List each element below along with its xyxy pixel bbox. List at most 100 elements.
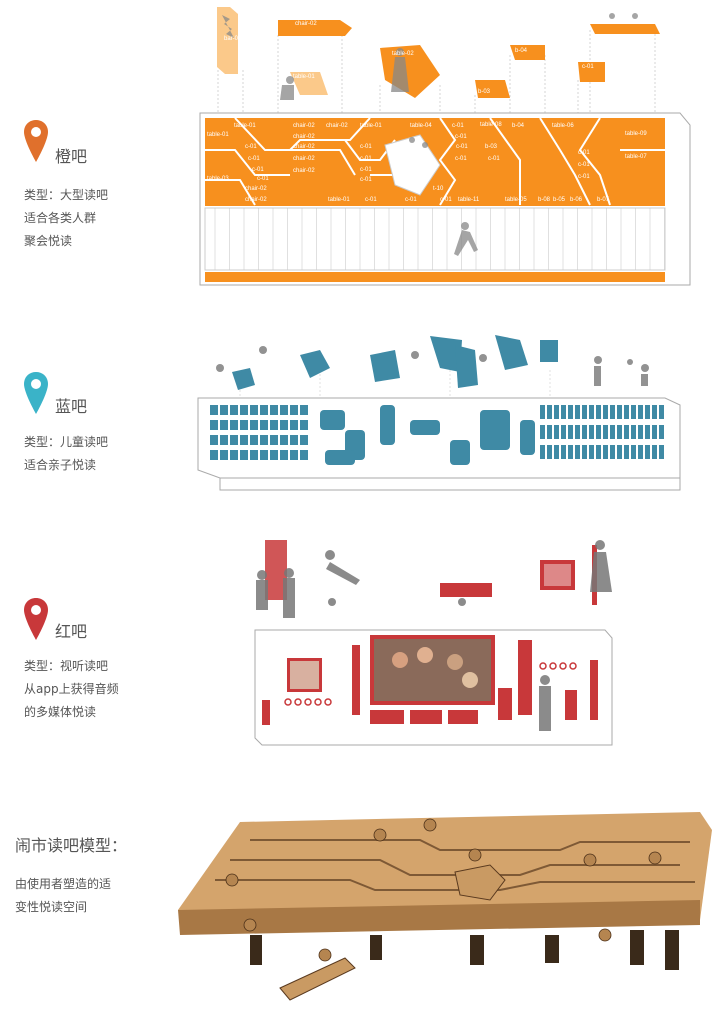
kids-furniture-block	[624, 445, 629, 459]
kids-furniture-block	[290, 450, 298, 460]
kids-furniture-block	[280, 435, 288, 445]
kids-furniture-block	[260, 405, 268, 415]
kids-furniture-block	[220, 435, 228, 445]
kids-furniture-block	[603, 445, 608, 459]
plan-block-label: c-01	[578, 162, 590, 168]
floating-block-label: table-02	[392, 51, 414, 57]
kids-furniture-block	[240, 450, 248, 460]
floating-block-label: b-03	[478, 89, 491, 95]
kids-furniture-block	[300, 405, 308, 415]
plan-block-label: b-08	[538, 197, 551, 203]
kids-furniture-block	[220, 420, 228, 430]
kids-furniture-block	[659, 445, 664, 459]
plan-block-label: c-01	[360, 144, 372, 150]
plan-block-label: c-01	[578, 150, 590, 156]
kids-furniture-block	[260, 435, 268, 445]
plan-block-label: c-01	[365, 197, 377, 203]
plan-block-label: chair-02	[293, 123, 315, 129]
kids-furniture-block	[610, 445, 615, 459]
kids-furniture-block	[652, 405, 657, 419]
kids-furniture-block	[547, 425, 552, 439]
plan-block-label: b-06	[570, 197, 583, 203]
kids-furniture-block	[290, 435, 298, 445]
plan-block-label: chair-02	[293, 168, 315, 174]
plan-block-label: c-01	[360, 167, 372, 173]
floating-block-label: bar-02	[224, 36, 242, 42]
kids-furniture-block	[638, 425, 643, 439]
kids-furniture-block	[547, 445, 552, 459]
kids-furniture-block	[638, 445, 643, 459]
section-desc-line: 从app上获得音频	[24, 682, 119, 696]
plan-block-label: table-02	[395, 166, 417, 172]
kids-furniture-block	[603, 425, 608, 439]
kids-furniture-block	[240, 420, 248, 430]
kids-furniture-block	[300, 450, 308, 460]
plan-block-label: c-01	[440, 197, 452, 203]
plan-block-label: table-01	[234, 123, 256, 129]
kids-furniture-block	[610, 405, 615, 419]
plan-block-label: b-07	[597, 197, 610, 203]
section-desc-line: 适合亲子悦读	[24, 458, 97, 472]
section-desc-line: 适合各类人群	[24, 211, 97, 225]
kids-furniture-block	[540, 425, 545, 439]
floating-block-label: c-01	[582, 64, 594, 70]
plan-block-label: c-01	[456, 144, 468, 150]
kids-furniture-block	[617, 445, 622, 459]
kids-furniture-block	[638, 405, 643, 419]
kids-furniture-block	[589, 405, 594, 419]
kids-furniture-block	[652, 445, 657, 459]
plan-block-label: b-04	[512, 123, 525, 129]
kids-furniture-block	[230, 435, 238, 445]
model-title: 闹市读吧模型：	[15, 836, 128, 855]
plan-block-label: b-03	[485, 144, 498, 150]
floating-block-label: chair-02	[295, 21, 317, 27]
plan-block-label: chair-02	[293, 134, 315, 140]
kids-furniture-block	[380, 405, 395, 445]
kids-furniture-block	[250, 435, 258, 445]
plan-block-label: c-01	[488, 156, 500, 162]
kids-furniture-block	[589, 425, 594, 439]
plan-block-label: chair-02	[245, 197, 267, 203]
plan-block-label: chair-02	[245, 186, 267, 192]
floating-block-label: b-04	[515, 48, 528, 54]
kids-furniture-block	[210, 435, 218, 445]
kids-furniture-block	[659, 425, 664, 439]
kids-furniture-block	[480, 410, 510, 450]
plan-block-label: chair-02	[293, 156, 315, 162]
kids-furniture-block	[575, 405, 580, 419]
plan-block-label: table-01	[207, 132, 229, 138]
model-desc-line: 由使用者塑造的适	[15, 877, 112, 891]
kids-furniture-block	[250, 420, 258, 430]
kids-furniture-block	[568, 445, 573, 459]
plan-block-label: chair-02	[326, 123, 348, 129]
map-pin-icon	[24, 120, 48, 162]
kids-furniture-block	[270, 435, 278, 445]
plan-block-label: c-01	[248, 156, 260, 162]
plan-block-label: c-01	[245, 144, 257, 150]
kids-furniture-block	[561, 445, 566, 459]
plan-block-label: table-04	[410, 123, 432, 129]
kids-furniture-block	[610, 425, 615, 439]
kids-furniture-block	[617, 405, 622, 419]
kids-furniture-block	[582, 405, 587, 419]
kids-furniture-block	[250, 405, 258, 415]
kids-furniture-block	[589, 445, 594, 459]
kids-furniture-block	[596, 445, 601, 459]
model-desc-line: 变性悦读空间	[15, 900, 88, 914]
section-title-blue: 蓝吧	[55, 397, 88, 416]
section-title-red: 红吧	[55, 622, 88, 641]
kids-furniture-block	[575, 445, 580, 459]
kids-furniture-block	[210, 450, 218, 460]
kids-furniture-block	[280, 420, 288, 430]
kids-furniture-block	[240, 405, 248, 415]
plan-block-label: c-01	[578, 174, 590, 180]
kids-furniture-block	[270, 420, 278, 430]
kids-furniture-block	[652, 425, 657, 439]
kids-furniture-block	[554, 445, 559, 459]
plan-block-label: c-01	[455, 156, 467, 162]
plan-block-label: c-01	[360, 177, 372, 183]
plan-block-label: c-01	[252, 167, 264, 173]
kids-furniture-block	[645, 425, 650, 439]
blue-bar-diagram	[197, 335, 681, 491]
